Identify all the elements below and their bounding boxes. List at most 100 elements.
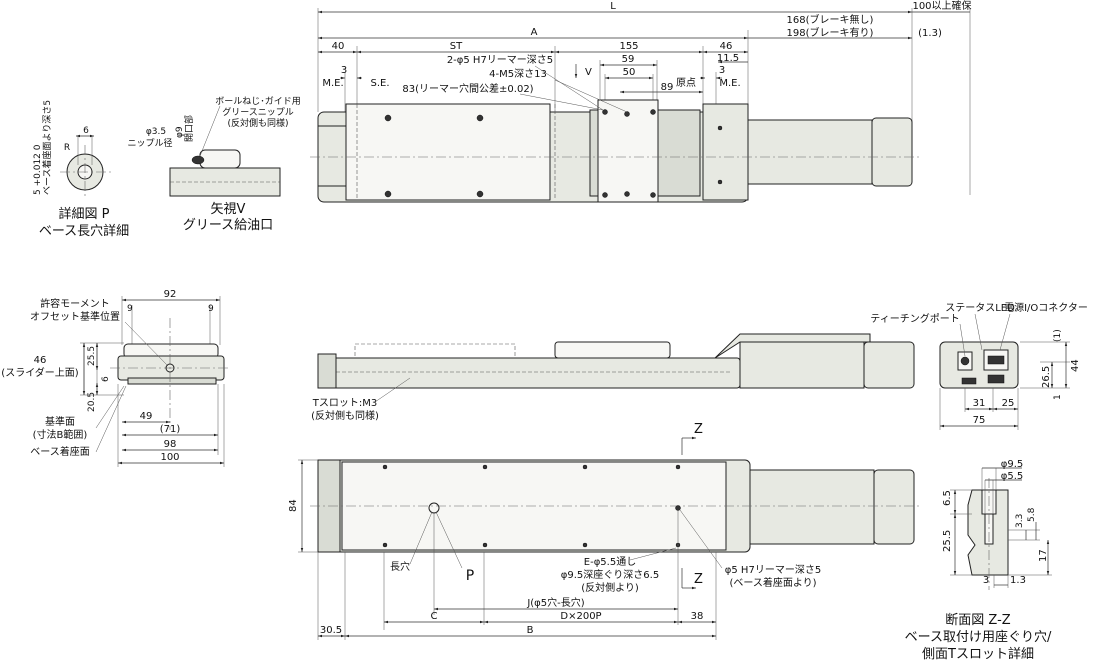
dim-J: J(φ5穴-長穴) [526, 596, 584, 609]
moment-label-1: 許容モーメント [40, 297, 110, 310]
detail-p-tolerance: 5 +0.012 0 [33, 144, 43, 195]
motor-h26-5: 26.5 [1041, 366, 1052, 388]
dim-100-clearance: 100以上確保 [912, 0, 971, 12]
zz-h25-5: 25.5 [942, 530, 953, 552]
end-w98: 98 [164, 439, 177, 450]
bottom-view: 84 Z Z 長穴 P E-φ5.5通し φ9.5深座ぐり深さ6.5 (反対側よ… [288, 422, 920, 640]
view-v-subtitle: グリース給油口 [183, 218, 273, 233]
end-w71: (71) [160, 424, 181, 435]
ref-face-note: (寸法B範囲) [33, 428, 88, 441]
dim-30-5: 30.5 [320, 625, 342, 636]
nipple-note-1: ボールねじ･ガイド用 [215, 96, 301, 107]
detail-p-r: R [64, 143, 70, 153]
tslot-label: Tスロット:M3 [312, 398, 377, 409]
end-w9-right: 9 [208, 304, 214, 314]
label-view-v: V [585, 67, 592, 78]
end-w100: 100 [160, 452, 179, 463]
section-marker-z-top: Z [694, 422, 703, 437]
zz-w1-3: 1.3 [1010, 575, 1026, 586]
side-view: Tスロット:M3 (反対側も同様) [311, 333, 915, 422]
motor-w31: 31 [973, 398, 986, 409]
dim-38: 38 [691, 611, 704, 622]
nipple-dia-value: φ3.5 [146, 127, 166, 137]
zz-w3: 3 [983, 575, 989, 586]
end-h25-5: 25.5 [87, 346, 97, 366]
end-h6: 6 [101, 376, 111, 382]
dim-B: B [527, 625, 534, 636]
bottom-reamer-2: (ベース着座面より) [729, 576, 816, 589]
hole-e-label-3: (反対側より) [581, 581, 639, 594]
label-reamer: 2-φ5 H7リーマー深さ5 [447, 54, 553, 66]
motor-w75: 75 [973, 415, 986, 426]
dim-168: 168(ブレーキ無し) [787, 13, 874, 26]
dim-46: 46 [720, 41, 733, 52]
detail-p-marker: P [466, 568, 474, 584]
dim-3-right: 3 [719, 65, 725, 76]
zz-h5-8: 5.8 [1027, 507, 1037, 522]
nipple-note-2: グリースニップル [222, 106, 294, 118]
base-seat-label: ベース着座面 [30, 445, 90, 458]
motor-h44: 44 [1070, 359, 1081, 372]
detail-p-w6: 6 [83, 126, 89, 136]
dim-D: D×200P [560, 611, 601, 622]
bottom-reamer-1: φ5 H7リーマー深さ5 [725, 564, 821, 576]
dim-198: 198(ブレーキ有り) [787, 26, 874, 39]
end-w9-left: 9 [127, 304, 133, 314]
end-w92: 92 [164, 289, 177, 300]
label-tap: 4-M5深さ13 [489, 68, 547, 80]
dim-ST: ST [450, 41, 463, 52]
status-led-label: ステータスLED [945, 302, 1015, 314]
dim-155: 155 [619, 41, 638, 52]
motor-d1: (1) [1053, 329, 1063, 342]
motor-h1: 1 [1053, 394, 1063, 400]
detail-p-subtitle: ベース長穴詳細 [39, 223, 129, 239]
zz-subtitle-2: 側面Tスロット詳細 [922, 646, 1034, 662]
view-v: ボールねじ･ガイド用 グリースニップル (反対側も同様) φ3.5 ニップル径 … [127, 96, 300, 233]
detail-p-title: 詳細図 P [59, 206, 110, 222]
motor-end-view: ステータスLED ティーチングポート 電源I/Oコネクター (1) 44 26.… [870, 301, 1088, 430]
end-h20-5: 20.5 [87, 392, 97, 412]
dim-89: 89 [661, 82, 674, 93]
dim-11-5: 11.5 [717, 53, 739, 64]
tslot-note: (反対側も同様) [311, 409, 379, 422]
section-marker-z-bottom: Z [694, 572, 703, 587]
label-pitch: 83(リーマー穴間公差±0.02) [402, 82, 533, 95]
end-view: 92 9 9 許容モーメント オフセット基準位置 46 (スライダー上面) 25… [1, 289, 230, 467]
zz-d9-5: φ9.5 [1001, 459, 1024, 470]
hole-e-label-2: φ9.5深座ぐり深さ6.5 [561, 568, 659, 581]
label-se: S.E. [370, 78, 389, 89]
detail-p: 6 R 5 +0.012 0 ベース着座面より深さ5 詳細図 P ベース長穴詳細 [33, 100, 129, 239]
zz-title: 断面図 Z-Z [945, 613, 1011, 628]
slot-label: 長穴 [390, 560, 410, 573]
zz-h6-5: 6.5 [942, 490, 953, 506]
dim-3-left: 3 [341, 65, 347, 76]
zz-h3-3: 3.3 [1015, 514, 1025, 528]
opening-dia: φ9 [175, 126, 185, 138]
power-connector-label: 電源I/Oコネクター [1004, 301, 1088, 314]
end-h46-note: (スライダー上面) [1, 366, 79, 379]
dim-40: 40 [332, 41, 345, 52]
nipple-note-3: (反対側も同様) [227, 117, 288, 129]
zz-d5-5: φ5.5 [1001, 471, 1024, 482]
label-me-right: M.E. [719, 78, 740, 89]
moment-label-2: オフセット基準位置 [30, 310, 120, 323]
zz-h17: 17 [1038, 549, 1049, 562]
dim-1-3: (1.3) [918, 28, 942, 39]
nipple-dia-label: ニップル径 [127, 137, 172, 149]
hole-e-label-1: E-φ5.5通し [584, 556, 636, 568]
zz-subtitle-1: ベース取付け用座ぐり穴/ [905, 630, 1052, 645]
dim-C: C [431, 611, 438, 622]
motor-w25: 25 [1002, 398, 1015, 409]
dim-59: 59 [622, 54, 635, 65]
bottom-h84: 84 [288, 499, 299, 512]
view-v-title: 矢視V [211, 202, 246, 217]
label-origin: 原点 [676, 77, 696, 89]
ref-face-label: 基準面 [45, 415, 75, 428]
end-w49: 49 [140, 411, 153, 422]
opening-label: 開口部 [183, 115, 195, 142]
dim-L: L [610, 1, 616, 12]
label-me-left: M.E. [322, 78, 343, 89]
top-view: L 100以上確保 A 168(ブレーキ無し) 198(ブレーキ有り) (1.3… [310, 0, 972, 203]
end-h46: 46 [34, 355, 47, 366]
